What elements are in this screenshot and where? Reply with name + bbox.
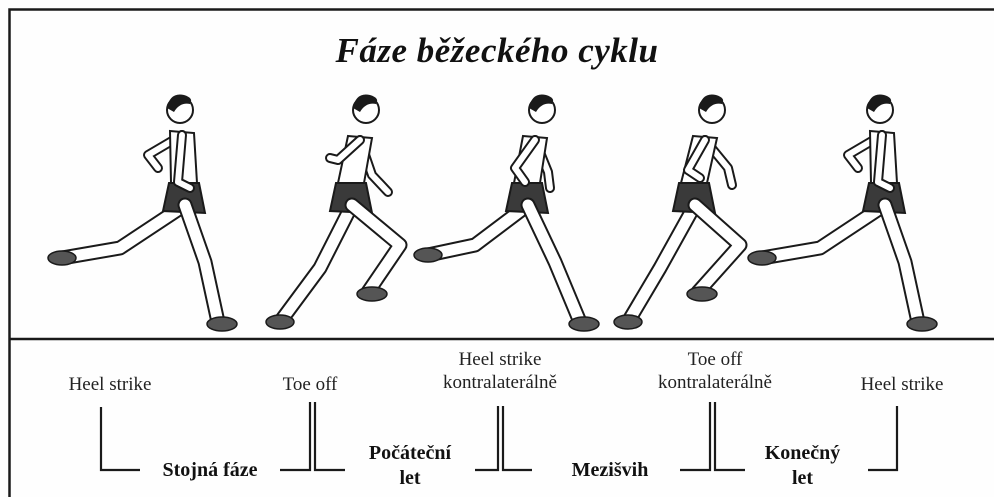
phase-label-terminal-flight: Konečný let — [740, 441, 865, 491]
runner-shoe — [748, 251, 776, 265]
frame-border — [10, 10, 994, 497]
runner-figures — [48, 95, 937, 331]
event-label-line1: Toe off — [635, 348, 795, 371]
event-label-heel-strike-contralateral: Heel strike kontralaterálně — [420, 348, 580, 394]
event-label-heel-strike-1: Heel strike — [50, 373, 170, 396]
runner-shoe — [907, 317, 937, 331]
event-label-line1: Toe off — [255, 373, 365, 396]
diagram-title: Fáze běžeckého cyklu — [0, 31, 994, 71]
phase-label-line1: Konečný — [740, 441, 865, 466]
phase-label-midswing: Mezišvih — [540, 458, 680, 483]
runner-shoe — [357, 287, 387, 301]
phase-label-initial-flight: Počáteční let — [345, 441, 475, 491]
runner-shoe — [569, 317, 599, 331]
event-label-line2: kontralaterálně — [635, 371, 795, 394]
phase-label-line1: Stojná fáze — [140, 458, 280, 483]
event-label-toe-off-contralateral: Toe off kontralaterálně — [635, 348, 795, 394]
phase-label-line1: Mezišvih — [540, 458, 680, 483]
runner-figure-3 — [414, 95, 599, 331]
runner-figure-5 — [748, 95, 937, 331]
event-label-line1: Heel strike — [420, 348, 580, 371]
runner-figure-1 — [48, 95, 237, 331]
runner-shoe — [414, 248, 442, 262]
phase-label-line1: Počáteční — [345, 441, 475, 466]
event-label-heel-strike-2: Heel strike — [842, 373, 962, 396]
event-label-line2: kontralaterálně — [420, 371, 580, 394]
event-label-toe-off-1: Toe off — [255, 373, 365, 396]
runner-shoe — [266, 315, 294, 329]
runner-figure-4 — [614, 95, 740, 329]
event-label-line1: Heel strike — [50, 373, 170, 396]
runner-shoe — [207, 317, 237, 331]
phase-label-line2: let — [740, 466, 865, 491]
runner-figure-2 — [266, 95, 400, 329]
event-label-line1: Heel strike — [842, 373, 962, 396]
runner-shoe — [48, 251, 76, 265]
phase-label-line2: let — [345, 466, 475, 491]
phase-label-stance: Stojná fáze — [140, 458, 280, 483]
runner-shoe — [614, 315, 642, 329]
runner-shoe — [687, 287, 717, 301]
